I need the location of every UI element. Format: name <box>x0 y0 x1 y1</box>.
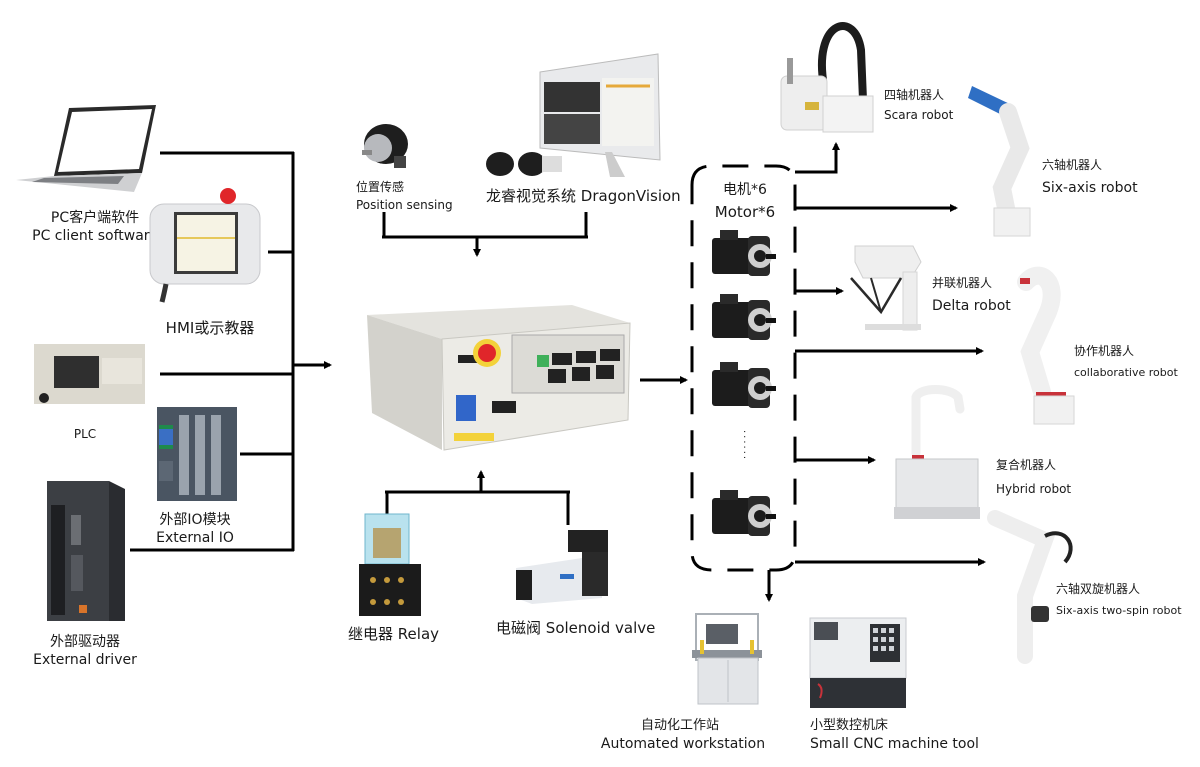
workstation-label-cn: 自动化工作站 <box>640 718 719 733</box>
servo-motor-icon <box>708 488 778 540</box>
io-module-icon <box>155 405 240 503</box>
servo-motor-icon <box>708 360 778 412</box>
relay-label: 继电器 Relay <box>348 624 439 644</box>
teach-pendant-icon <box>148 186 268 306</box>
pc-label-en: PC client software <box>32 228 158 244</box>
motor-label-en: Motor*6 <box>714 203 776 221</box>
io-label-cn: 外部IO模块 <box>159 512 231 528</box>
encoder-icon <box>356 120 416 175</box>
vision-label: 龙睿视觉系统 DragonVision <box>486 186 681 206</box>
relay-label-cn: 继电器 <box>348 625 394 643</box>
plc-label: PLC <box>73 427 97 441</box>
encoder-label-en: Position sensing <box>356 198 453 212</box>
relay-label-en: Relay <box>397 625 440 643</box>
cnc-label-en: Small CNC machine tool <box>810 736 979 752</box>
delta-robot-icon <box>845 242 925 334</box>
motor-group-box <box>690 164 797 572</box>
scara-label-cn: 四轴机器人 <box>884 88 945 102</box>
plc-icon <box>32 340 147 410</box>
cnc-machine-icon <box>808 612 908 712</box>
hybrid-label-cn: 复合机器人 <box>996 458 1057 472</box>
vision-system-icon <box>480 52 665 182</box>
hybrid-label-en: Hybrid robot <box>996 482 1072 496</box>
motor-label-cn: 电机*6 <box>723 182 767 198</box>
delta-label-en: Delta robot <box>932 298 1011 314</box>
relay-icon <box>355 510 425 620</box>
laptop-icon <box>14 100 159 195</box>
driver-label-cn: 外部驱动器 <box>50 634 120 650</box>
twospin-label-cn: 六轴双旋机器人 <box>1056 582 1141 596</box>
servo-motor-icon <box>708 228 778 280</box>
sixaxis-label-en: Six-axis robot <box>1042 180 1138 196</box>
valve-label: 电磁阀 Solenoid valve <box>496 618 655 638</box>
valve-label-en: Solenoid valve <box>545 619 656 637</box>
servo-motor-icon <box>708 292 778 344</box>
pc-label-cn: PC客户端软件 <box>50 210 140 226</box>
delta-label-cn: 并联机器人 <box>932 276 993 290</box>
controller-cabinet-icon <box>362 295 632 455</box>
collaborative-robot-icon <box>1010 262 1080 427</box>
wire-scara <box>795 142 840 174</box>
vision-label-en: DragonVision <box>580 187 681 205</box>
six-axis-robot-icon <box>968 78 1043 238</box>
encoder-label-cn: 位置传感 <box>356 180 405 194</box>
hybrid-robot-icon <box>890 383 980 523</box>
twospin-label-en: Six-axis two-spin robot <box>1056 604 1182 617</box>
scara-label-en: Scara robot <box>884 108 954 122</box>
sixaxis-label-cn: 六轴机器人 <box>1042 158 1103 172</box>
driver-label-en: External driver <box>33 652 137 668</box>
two-spin-robot-icon <box>985 506 1075 668</box>
io-label-en: External IO <box>156 530 234 546</box>
scara-robot-icon <box>775 10 880 140</box>
collab-label-en: collaborative robot <box>1074 366 1178 379</box>
collab-label-cn: 协作机器人 <box>1074 344 1135 358</box>
servo-driver-icon <box>45 475 130 625</box>
motor-ellipsis: ······ <box>738 430 749 462</box>
workstation-icon <box>688 610 763 710</box>
valve-label-cn: 电磁阀 <box>496 619 542 637</box>
hmi-label: HMI或示教器 <box>165 319 255 337</box>
cnc-label-cn: 小型数控机床 <box>810 718 889 733</box>
workstation-label-en: Automated workstation <box>600 736 766 752</box>
solenoid-valve-icon <box>512 528 612 606</box>
vision-label-cn: 龙睿视觉系统 <box>486 187 577 205</box>
